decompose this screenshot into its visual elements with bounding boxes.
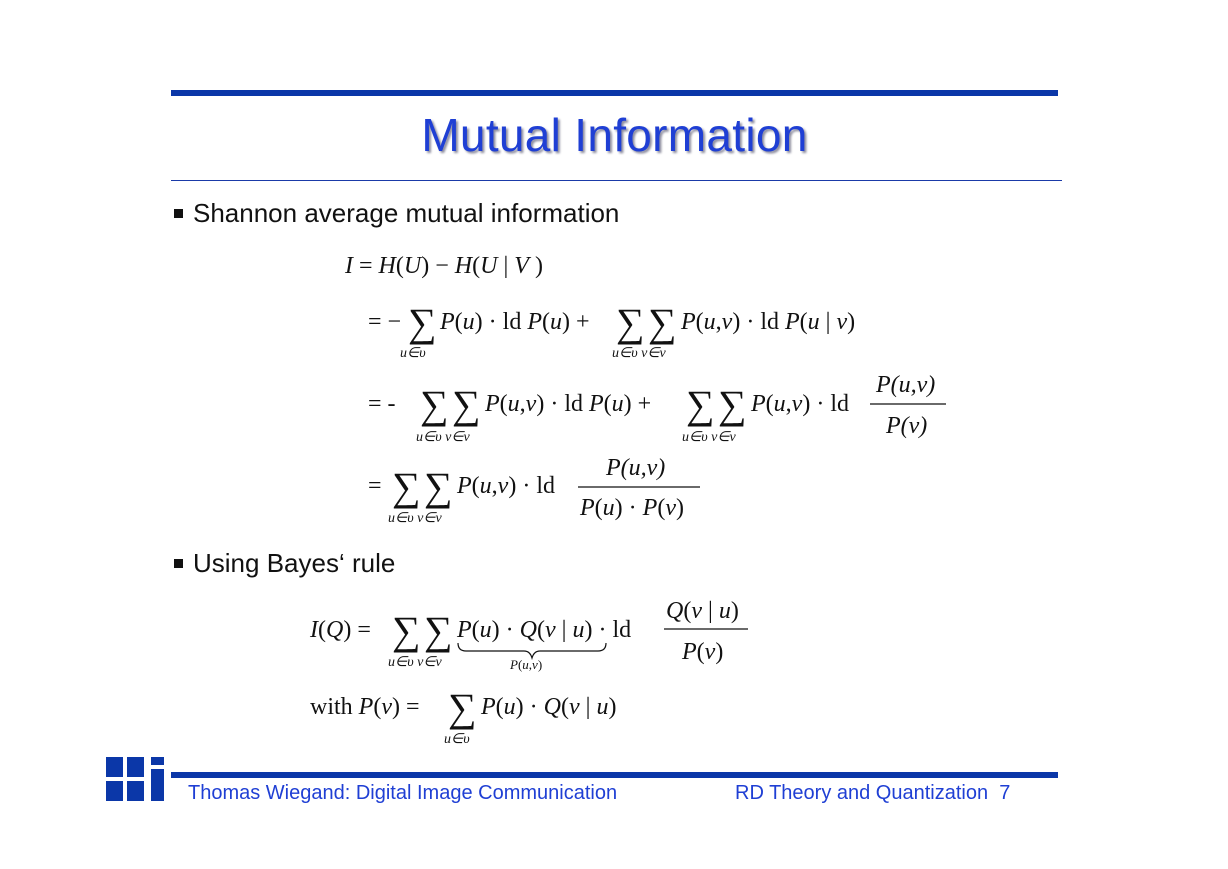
bullet-1-text: Shannon average mutual information <box>193 198 620 228</box>
svg-text:P(u,v) · ld: P(u,v) · ld <box>750 391 849 417</box>
svg-text:∑: ∑ <box>686 382 715 427</box>
svg-text:= −: = − <box>368 309 401 335</box>
title-underline <box>171 180 1062 181</box>
svg-text:P(v): P(v) <box>885 413 927 439</box>
equation-line-5: I(Q) = ∑ ∑ u∈υ v∈ν P(u) · Q(v | u) · ld … <box>309 598 748 672</box>
institute-logo <box>106 757 164 801</box>
svg-text:∑: ∑ <box>718 382 747 427</box>
svg-text:∑: ∑ <box>392 608 421 653</box>
svg-text:∑: ∑ <box>424 464 453 509</box>
svg-text:P(u,v): P(u,v) <box>605 455 665 481</box>
svg-text:∑: ∑ <box>452 382 481 427</box>
svg-text:P(u,v) · ld P(u) +: P(u,v) · ld P(u) + <box>484 391 651 417</box>
footer-author: Thomas Wiegand: Digital Image Communicat… <box>188 782 618 804</box>
equation-line-6: with P(v) = ∑ u∈υ P(u) · Q(v | u) <box>310 685 616 747</box>
svg-text:P(u,v) · ld: P(u,v) · ld <box>456 473 555 499</box>
svg-text:P(u,v) · ld P(u | v): P(u,v) · ld P(u | v) <box>680 309 855 335</box>
svg-text:u∈υ v∈ν: u∈υ v∈ν <box>388 655 443 670</box>
svg-text:P(v): P(v) <box>681 639 723 665</box>
page-number: 7 <box>999 782 1011 804</box>
footer-course: RD Theory and Quantization 7 <box>735 782 1010 805</box>
svg-text:u∈υ: u∈υ <box>444 732 470 747</box>
svg-text:∑: ∑ <box>408 300 437 345</box>
footer-topic: RD Theory and Quantization <box>735 782 989 804</box>
svg-text:∑: ∑ <box>392 464 421 509</box>
svg-text:I(Q) =: I(Q) = <box>309 617 371 643</box>
svg-text:with P(v) =: with P(v) = <box>310 694 420 720</box>
footer-rule <box>171 772 1058 778</box>
svg-text:u∈υ v∈ν: u∈υ v∈ν <box>612 346 667 361</box>
equation-line-1: I = H(U) − H(U | V ) <box>344 253 543 279</box>
svg-text:u∈υ v∈ν: u∈υ v∈ν <box>416 430 471 445</box>
bullet-square-icon <box>174 209 183 218</box>
svg-text:∑: ∑ <box>616 300 645 345</box>
slide-title: Mutual Information <box>421 109 808 161</box>
bullet-2-text: Using Bayes‘ rule <box>193 548 396 578</box>
bullet-1: Shannon average mutual information <box>174 198 619 229</box>
svg-text:∑: ∑ <box>648 300 677 345</box>
top-rule <box>171 90 1058 96</box>
svg-text:P(u) · P(v): P(u) · P(v) <box>579 495 684 521</box>
equation-line-4: = ∑ ∑ u∈υ v∈ν P(u,v) · ld P(u,v) P(u) · … <box>368 455 700 526</box>
bullet-square-icon <box>174 559 183 568</box>
svg-text:= -: = - <box>368 391 396 417</box>
svg-text:P(u,v): P(u,v) <box>875 372 935 398</box>
svg-text:u∈υ v∈ν: u∈υ v∈ν <box>388 511 443 526</box>
equation-line-3: = - ∑ ∑ u∈υ v∈ν P(u,v) · ld P(u) + ∑ ∑ u… <box>368 372 946 445</box>
svg-text:I = H(U) − H(U | V ): I = H(U) − H(U | V ) <box>344 253 543 279</box>
svg-text:P(u) · Q(v | u): P(u) · Q(v | u) <box>480 694 616 720</box>
svg-text:∑: ∑ <box>448 685 477 730</box>
svg-text:u∈υ: u∈υ <box>400 346 426 361</box>
svg-text:P(u) · ld P(u) +: P(u) · ld P(u) + <box>439 309 590 335</box>
svg-text:Q(v | u): Q(v | u) <box>666 598 739 624</box>
svg-text:P(u,v): P(u,v) <box>509 657 542 672</box>
svg-text:∑: ∑ <box>424 608 453 653</box>
equation-line-2: = − ∑ u∈υ P(u) · ld P(u) + ∑ ∑ u∈υ v∈ν P… <box>368 300 855 361</box>
bullet-2: Using Bayes‘ rule <box>174 548 395 579</box>
svg-text:=: = <box>368 473 382 499</box>
svg-text:∑: ∑ <box>420 382 449 427</box>
svg-text:u∈υ v∈ν: u∈υ v∈ν <box>682 430 737 445</box>
svg-text:P(u) · Q(v | u) · ld: P(u) · Q(v | u) · ld <box>456 617 631 643</box>
